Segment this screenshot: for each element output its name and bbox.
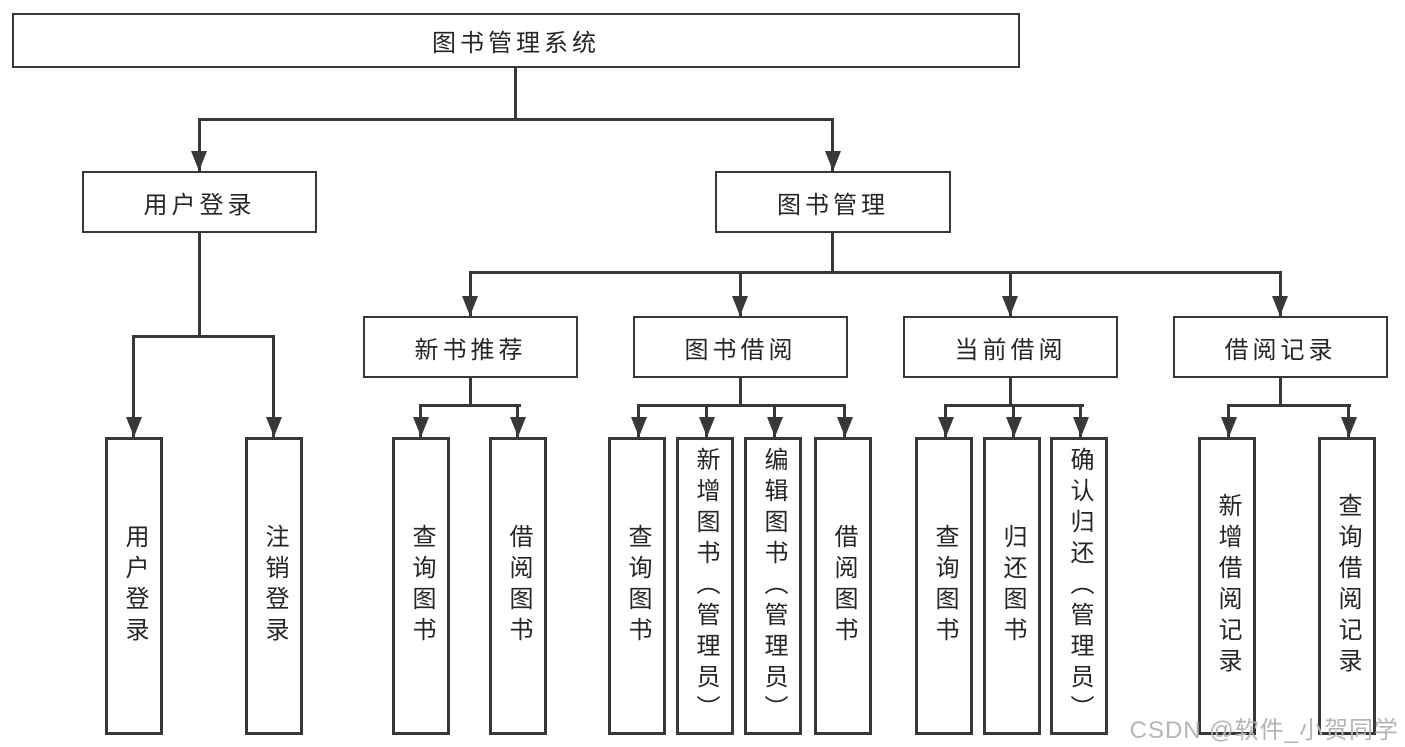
leaf-confirm-return-admin: 确认归还（管理员） xyxy=(1050,437,1108,735)
leaf-borrow-books: 借阅图书 xyxy=(814,437,872,735)
arrowhead-down-icon xyxy=(191,151,207,171)
node-label: 图书管理系统 xyxy=(432,30,600,57)
arrowhead-down-icon xyxy=(462,296,478,316)
connector-line-v xyxy=(831,120,834,171)
arrowhead-down-icon xyxy=(767,417,783,437)
leaf-borrow-books: 借阅图书 xyxy=(489,437,547,735)
connector-line-h xyxy=(198,118,834,121)
connector-line-v xyxy=(198,233,201,337)
connector-line-h xyxy=(419,404,521,407)
connector-line-h xyxy=(1227,404,1351,407)
connector-line-v xyxy=(739,273,742,316)
node-borrowing-records: 借阅记录 xyxy=(1173,316,1388,378)
arrowhead-down-icon xyxy=(413,417,429,437)
arrowhead-down-icon xyxy=(1221,417,1237,437)
connector-line-v xyxy=(831,233,834,273)
leaf-query-borrow-record: 查询借阅记录 xyxy=(1318,437,1376,735)
arrowhead-down-icon xyxy=(510,417,526,437)
arrowhead-down-icon xyxy=(1272,296,1288,316)
leaf-edit-books-admin: 编辑图书（管理员） xyxy=(744,437,802,735)
leaf-add-borrow-record: 新增借阅记录 xyxy=(1198,437,1256,735)
node-book-borrowing: 图书借阅 xyxy=(633,316,848,378)
leaf-query-books: 查询图书 xyxy=(608,437,666,735)
leaf-user-login: 用户登录 xyxy=(105,437,163,735)
leaf-logout: 注销登录 xyxy=(245,437,303,735)
node-label: 当前借阅 xyxy=(954,336,1067,364)
arrowhead-down-icon xyxy=(1006,417,1022,437)
arrowhead-down-icon xyxy=(938,417,954,437)
connector-line-v xyxy=(272,337,275,437)
node-label: 用户登录 xyxy=(143,191,256,219)
connector-line-v xyxy=(198,120,201,171)
connector-line-h xyxy=(132,335,275,338)
leaf-return-books: 归还图书 xyxy=(983,437,1041,735)
arrowhead-down-icon xyxy=(732,296,748,316)
arrowhead-down-icon xyxy=(699,417,715,437)
arrowhead-down-icon xyxy=(837,417,853,437)
arrowhead-down-icon xyxy=(825,151,841,171)
node-current-borrowing: 当前借阅 xyxy=(903,316,1118,378)
arrowhead-down-icon xyxy=(126,417,142,437)
connector-line-h xyxy=(637,404,846,407)
node-library-management-system: 图书管理系统 xyxy=(12,13,1020,68)
node-label: 图书借阅 xyxy=(684,336,797,364)
node-label: 借阅记录 xyxy=(1224,336,1337,364)
node-new-book-recommend: 新书推荐 xyxy=(363,316,578,378)
connector-line-v xyxy=(469,273,472,316)
connector-line-v xyxy=(469,378,472,406)
node-book-management: 图书管理 xyxy=(715,171,951,233)
watermark: CSDN @软件_小贺同学 xyxy=(1129,717,1399,744)
leaf-query-books: 查询图书 xyxy=(915,437,973,735)
leaf-add-books-admin: 新增图书（管理员） xyxy=(676,437,734,735)
node-user-login: 用户登录 xyxy=(82,171,317,233)
connector-line-v xyxy=(1009,273,1012,316)
connector-line-h xyxy=(469,271,1282,274)
leaf-query-books: 查询图书 xyxy=(392,437,450,735)
arrowhead-down-icon xyxy=(266,417,282,437)
arrowhead-down-icon xyxy=(1002,296,1018,316)
connector-line-h xyxy=(944,404,1084,407)
connector-line-v xyxy=(1279,273,1282,316)
connector-line-v xyxy=(132,337,135,437)
node-label: 图书管理 xyxy=(777,191,889,219)
connector-line-v xyxy=(739,378,742,406)
connector-line-v xyxy=(1279,378,1282,406)
node-label: 新书推荐 xyxy=(414,336,527,364)
connector-line-v xyxy=(514,68,517,120)
connector-line-v xyxy=(1009,378,1012,406)
arrowhead-down-icon xyxy=(1073,417,1089,437)
arrowhead-down-icon xyxy=(1341,417,1357,437)
arrowhead-down-icon xyxy=(631,417,647,437)
